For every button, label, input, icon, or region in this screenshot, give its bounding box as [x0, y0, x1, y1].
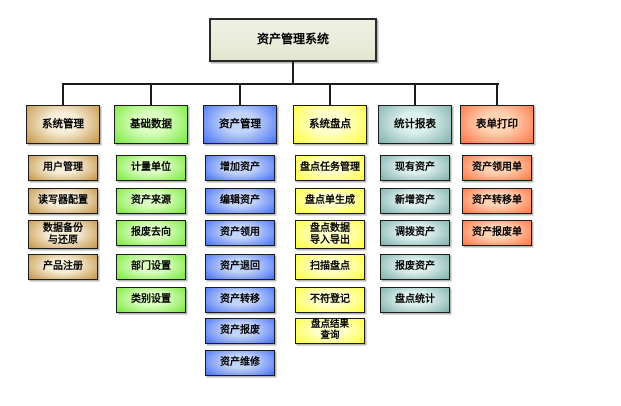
root-node: 资产管理系统 [209, 18, 377, 62]
node-system-management-2: 数据备份 与还原 [28, 220, 98, 249]
branch-drop-line-basic-data [150, 83, 152, 105]
branch-drop-line-form-printing [496, 83, 498, 105]
node-system-inventory-2: 盘点数据 导入导出 [295, 220, 365, 249]
node-basic-data-3: 部门设置 [116, 254, 186, 280]
node-statistical-reports-3: 报废资产 [380, 254, 450, 280]
node-basic-data-4: 类别设置 [116, 287, 186, 313]
node-form-printing-1: 资产转移单 [462, 188, 532, 214]
node-form-printing-2: 资产报废单 [462, 220, 532, 246]
node-asset-management-3: 资产退回 [205, 254, 275, 280]
node-system-management-3: 产品注册 [28, 254, 98, 280]
node-system-inventory-4: 不符登记 [295, 287, 365, 313]
node-asset-management-2: 资产领用 [205, 220, 275, 246]
node-basic-data-2: 报废去向 [116, 220, 186, 246]
node-asset-management-5: 资产报废 [205, 318, 275, 344]
branch-header-asset-management: 资产管理 [203, 105, 277, 144]
branch-header-system-inventory: 系统盘点 [293, 105, 367, 144]
node-system-inventory-0: 盘点任务管理 [295, 155, 365, 181]
node-system-management-1: 读写器配置 [28, 188, 98, 214]
node-basic-data-1: 资产来源 [116, 188, 186, 214]
node-system-inventory-5: 盘点结果 查询 [295, 318, 365, 344]
branch-drop-line-asset-management [239, 83, 241, 105]
node-system-inventory-3: 扫描盘点 [295, 254, 365, 280]
node-asset-management-0: 增加资产 [205, 155, 275, 181]
node-statistical-reports-1: 新增资产 [380, 188, 450, 214]
branch-drop-line-system-inventory [329, 83, 331, 105]
node-system-inventory-1: 盘点单生成 [295, 188, 365, 214]
branch-drop-line-statistical-reports [414, 83, 416, 105]
node-asset-management-6: 资产维修 [205, 350, 275, 376]
node-asset-management-4: 资产转移 [205, 287, 275, 313]
node-basic-data-0: 计量单位 [116, 155, 186, 181]
branch-header-statistical-reports: 统计报表 [378, 105, 452, 144]
branch-header-basic-data: 基础数据 [114, 105, 188, 144]
root-connector-line [292, 61, 294, 84]
node-statistical-reports-0: 现有资产 [380, 155, 450, 181]
branch-drop-line-system-management [62, 83, 64, 105]
node-asset-management-1: 编辑资产 [205, 188, 275, 214]
node-statistical-reports-4: 盘点统计 [380, 287, 450, 313]
branch-header-form-printing: 表单打印 [460, 105, 534, 144]
node-statistical-reports-2: 调拨资产 [380, 220, 450, 246]
node-system-management-0: 用户管理 [28, 155, 98, 181]
branch-rail-line [62, 83, 499, 85]
node-form-printing-0: 资产领用单 [462, 155, 532, 181]
branch-header-system-management: 系统管理 [26, 105, 100, 144]
